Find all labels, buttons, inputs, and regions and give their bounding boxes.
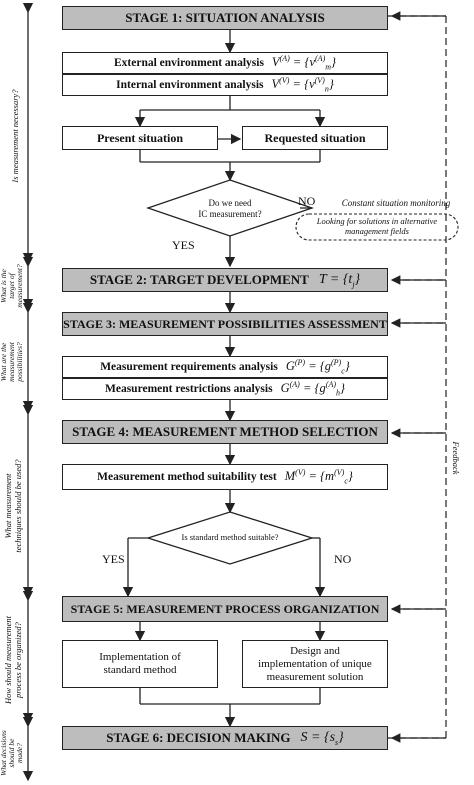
unique-solution-box: Design and implementation of unique meas… <box>242 640 388 688</box>
present-situation-box: Present situation <box>62 126 218 150</box>
no-label-2: NO <box>334 552 352 566</box>
suitability-test-box: Measurement method suitability test M(V)… <box>62 464 388 490</box>
internal-environment-label: Internal environment analysis <box>116 79 264 91</box>
side-question-1: Is measurement necessary? <box>10 89 20 183</box>
standard-method-box: Implementation of standard method <box>62 640 218 688</box>
stage-6-box: STAGE 6: DECISION MAKING S = {ss} <box>62 726 388 750</box>
requested-situation-box: Requested situation <box>242 126 388 150</box>
alternative-fields-note-frame <box>295 213 459 241</box>
suitability-test-formula: M(V) = {m(V)c} <box>284 468 353 486</box>
external-environment-formula: V(A) = {v(A)m} <box>271 54 337 72</box>
decision-diamond-2 <box>145 511 315 565</box>
no-label-1: NO <box>298 194 316 208</box>
stage-2-formula: T = {tj} <box>318 271 361 289</box>
restrictions-analysis-box: Measurement restrictions analysis G(A) =… <box>62 378 388 400</box>
stage-3-box: STAGE 3: MEASUREMENT POSSIBILITIES ASSES… <box>62 312 388 336</box>
stage-6-formula: S = {ss} <box>300 729 344 747</box>
external-environment-box: External environment analysis V(A) = {v(… <box>62 52 388 74</box>
restrictions-formula: G(A) = {g(A)h} <box>280 380 345 398</box>
stage-1-title: STAGE 1: SITUATION ANALYSIS <box>125 10 325 25</box>
stage-1-box: STAGE 1: SITUATION ANALYSIS <box>62 6 388 30</box>
alternative-fields-note: Looking for solutions in alternative man… <box>316 216 438 236</box>
feedback-label: Feedback <box>451 441 461 475</box>
requirements-analysis-box: Measurement requirements analysis G(P) =… <box>62 356 388 378</box>
stage-5-box: STAGE 5: MEASUREMENT PROCESS ORGANIZATIO… <box>62 596 388 622</box>
internal-environment-box: Internal environment analysis V(V) = {v(… <box>62 74 388 96</box>
constant-monitoring-note: Constant situation monitoring <box>341 198 451 208</box>
yes-label-2: YES <box>102 552 125 566</box>
internal-environment-formula: V(V) = {v(V)n} <box>271 76 334 94</box>
decision-2-text: Is standard method suitable? <box>181 532 279 542</box>
stage-2-box: STAGE 2: TARGET DEVELOPMENT T = {tj} <box>62 268 388 292</box>
external-environment-label: External environment analysis <box>113 57 264 69</box>
yes-label-1: YES <box>172 238 195 252</box>
stage-4-box: STAGE 4: MEASUREMENT METHOD SELECTION <box>62 420 388 444</box>
requirements-formula: G(P) = {g(P)c} <box>285 358 350 376</box>
decision-1-text: Do we need IC measurement? <box>198 198 262 219</box>
